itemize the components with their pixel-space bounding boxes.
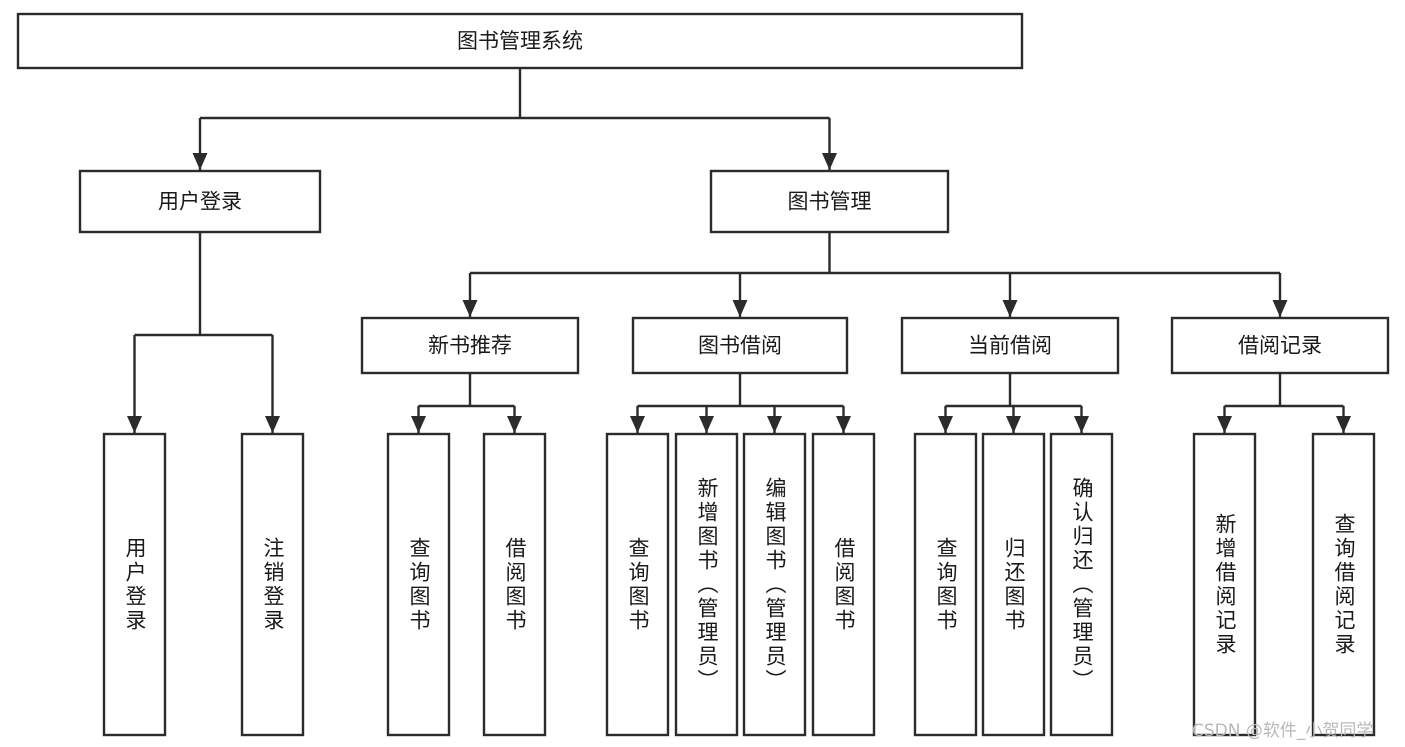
arrow-head-icon [938,416,953,433]
arrow-head-icon [822,153,837,170]
arrow-head-icon [1074,416,1089,433]
arrow-head-icon [127,416,142,433]
arrow-head-icon [507,416,522,433]
node-box-root[interactable] [16,12,1024,70]
arrow-head-icon [630,416,645,433]
node-box-leaf-edit-book[interactable] [742,432,807,737]
node-box-leaf-add-book[interactable] [674,432,739,737]
node-label-root: 图书管理系统 [457,29,583,53]
node-label-leaf-query-book-rec: 查询图书 [407,536,431,633]
node-label-current-borrow: 当前借阅 [968,334,1052,358]
node-box-leaf-query-record[interactable] [1311,432,1376,737]
node-box-leaf-add-record[interactable] [1192,432,1257,737]
arrow-head-icon [462,300,478,317]
arrow-head-icon [836,416,851,433]
node-box-leaf-query-book-cur[interactable] [913,432,978,737]
node-label-leaf-query-record: 查询借阅记录 [1332,512,1356,657]
node-label-leaf-borrow-book-rec: 借阅图书 [503,536,527,633]
node-boxes [16,12,1390,737]
node-box-leaf-borrow-book-bor[interactable] [811,432,876,737]
node-box-current-borrow[interactable] [900,316,1120,375]
node-label-leaf-add-book: 新增图书（管理员） [695,476,719,693]
node-label-leaf-borrow-book-bor: 借阅图书 [832,536,856,633]
node-label-leaf-query-book-bor: 查询图书 [626,536,650,633]
node-label-leaf-user-logout: 注销登录 [261,536,285,633]
node-box-borrow-record[interactable] [1170,316,1390,375]
node-label-book-borrow: 图书借阅 [698,334,782,358]
node-box-leaf-confirm-return[interactable] [1049,432,1114,737]
node-label-leaf-return-book: 归还图书 [1002,536,1026,633]
node-box-leaf-user-logout[interactable] [240,432,305,737]
node-label-user-login: 用户登录 [158,190,242,214]
node-box-leaf-query-book-bor[interactable] [605,432,670,737]
node-label-leaf-edit-book: 编辑图书（管理员） [763,476,787,693]
node-label-leaf-add-record: 新增借阅记录 [1213,512,1237,657]
node-label-leaf-confirm-return: 确认归还（管理员） [1070,476,1094,693]
arrow-head-icon [192,153,208,170]
node-box-book-manage[interactable] [709,169,950,234]
node-label-leaf-user-login: 用户登录 [123,536,147,633]
connector-lines [127,68,1351,433]
arrow-head-icon [732,300,748,317]
arrow-head-icon [699,416,714,433]
arrow-head-icon [411,416,426,433]
node-label-borrow-record: 借阅记录 [1238,334,1322,358]
arrow-head-icon [1006,416,1021,433]
node-label-book-manage: 图书管理 [788,190,872,214]
watermark-text: CSDN @软件_小贺同学 [1192,721,1374,741]
node-label-new-book-recommend: 新书推荐 [428,334,512,358]
node-box-leaf-query-book-rec[interactable] [386,432,451,737]
arrow-head-icon [1217,416,1232,433]
arrow-head-icon [265,416,280,433]
node-box-leaf-borrow-book-rec[interactable] [482,432,547,737]
arrow-head-icon [1272,300,1288,317]
node-box-user-login[interactable] [78,169,322,234]
node-box-new-book-recommend[interactable] [360,316,580,375]
node-box-book-borrow[interactable] [631,316,849,375]
arrow-head-icon [1002,300,1018,317]
arrow-head-icon [1336,416,1351,433]
arrow-head-icon [767,416,782,433]
node-box-leaf-user-login[interactable] [102,432,167,737]
node-label-leaf-query-book-cur: 查询图书 [934,536,958,633]
node-box-leaf-return-book[interactable] [981,432,1046,737]
